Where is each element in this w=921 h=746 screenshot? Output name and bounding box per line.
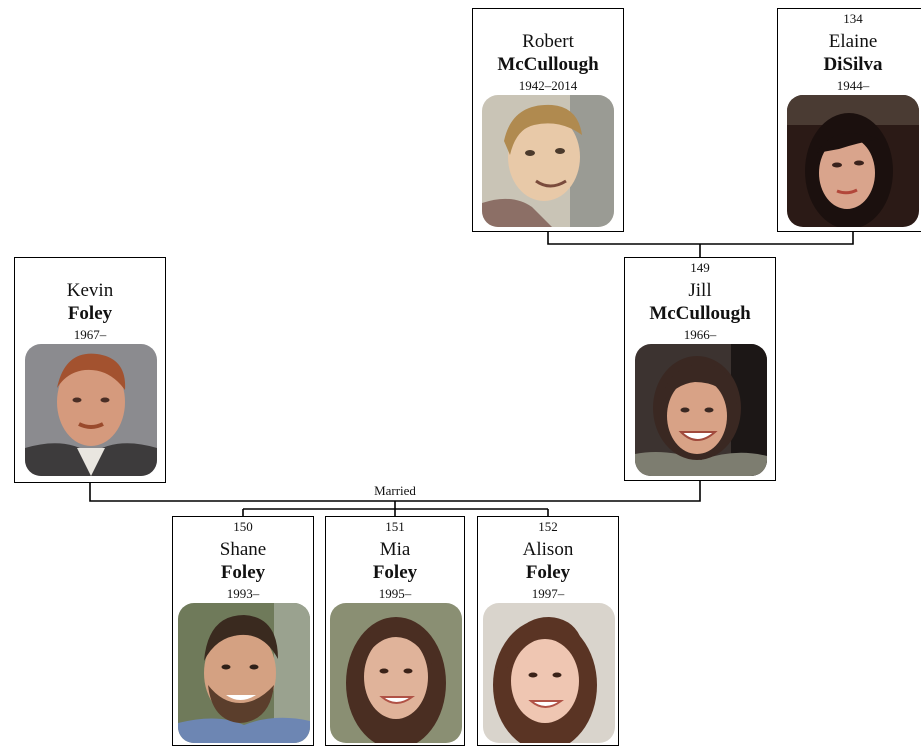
life-years: 1967–	[73, 327, 107, 342]
marriage-label: Married	[374, 483, 416, 498]
portrait-photo	[483, 603, 615, 743]
given-name: Mia	[379, 539, 411, 560]
portrait-photo	[482, 95, 614, 227]
person-id: 151	[385, 519, 405, 534]
life-years: 1944–	[836, 78, 870, 93]
given-name: Elaine	[828, 31, 878, 52]
person-card-alison[interactable]: 152 Alison Foley 1997–	[477, 516, 619, 746]
person-id: 150	[233, 519, 253, 534]
surname: Foley	[372, 562, 418, 583]
surname: Foley	[220, 562, 266, 583]
given-name: Jill	[688, 280, 712, 301]
given-name: Alison	[522, 539, 574, 560]
person-card-mia[interactable]: 151 Mia Foley 1995–	[325, 516, 465, 746]
person-card-jill[interactable]: 149 Jill McCullough 1966–	[624, 257, 776, 481]
life-years: 1942–2014	[518, 78, 578, 93]
surname: DiSilva	[823, 54, 883, 75]
life-years: 1993–	[226, 586, 260, 601]
surname: Foley	[67, 303, 113, 324]
portrait-photo	[178, 603, 310, 743]
person-card-kevin[interactable]: Kevin Foley 1967–	[14, 257, 166, 483]
connector-grandparents	[547, 232, 854, 245]
surname: McCullough	[649, 303, 751, 324]
surname: Foley	[525, 562, 571, 583]
person-card-robert[interactable]: Robert McCullough 1942–2014	[472, 8, 624, 232]
life-years: 1997–	[531, 586, 565, 601]
life-years: 1995–	[378, 586, 412, 601]
portrait-photo	[330, 603, 462, 743]
person-card-shane[interactable]: 150 Shane Foley 1993–	[172, 516, 314, 746]
life-years: 1966–	[683, 327, 717, 342]
connector-children	[242, 501, 549, 516]
given-name: Shane	[219, 539, 267, 560]
given-name: Robert	[522, 31, 574, 52]
person-id: 152	[538, 519, 558, 534]
portrait-photo	[635, 344, 767, 476]
person-id: 134	[843, 11, 863, 26]
person-id: 149	[690, 260, 710, 275]
surname: McCullough	[497, 54, 599, 75]
given-name: Kevin	[66, 280, 114, 301]
person-card-elaine[interactable]: 134 Elaine DiSilva 1944–	[777, 8, 921, 232]
portrait-photo	[787, 95, 919, 227]
portrait-photo	[25, 344, 157, 476]
